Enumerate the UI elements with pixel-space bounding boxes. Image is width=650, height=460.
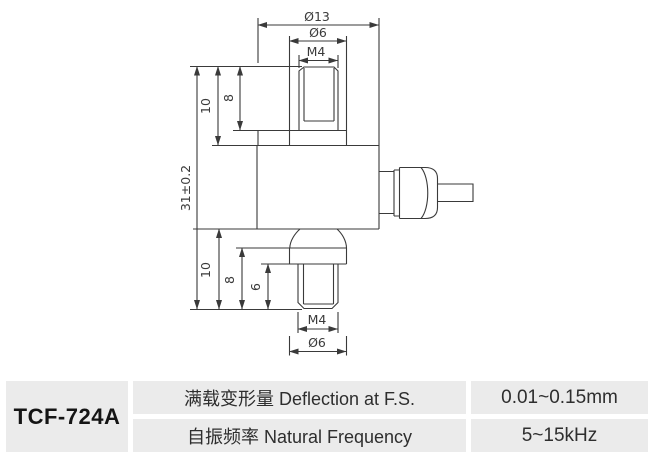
dim-label-dia6-bottom: Ø6 (308, 335, 326, 350)
extension-lines (190, 18, 380, 356)
top-stud (298, 66, 339, 131)
dim-label-6-bottom: 6 (248, 283, 263, 291)
dim-label-8-bottom: 8 (222, 276, 237, 284)
spec-row-label-deflection: 满载变形量 Deflection at F.S. (133, 381, 466, 414)
top-thread-lines (303, 68, 335, 122)
spec-row-value-frequency: 5~15kHz (471, 419, 648, 452)
dim-label-m4-top: M4 (307, 44, 326, 59)
model-label: TCF-724A (13, 403, 121, 429)
spec-row-value-deflection: 0.01~0.15mm (471, 381, 648, 414)
gland-hex-face (420, 167, 429, 219)
dim-label-dia6-top: Ø6 (309, 25, 327, 40)
spec-row-label-frequency: 自振频率 Natural Frequency (133, 419, 466, 452)
gland-hex-nut (399, 166, 439, 220)
bottom-flange (288, 248, 348, 264)
dim-label-10-bottom: 10 (198, 262, 213, 278)
bottom-thread-lines (302, 264, 335, 305)
dimension-drawing: Ø13 Ø6 M4 31±0.2 10 8 10 8 6 M4 Ø6 (178, 9, 474, 356)
cable (437, 183, 474, 203)
top-boss (288, 129, 348, 146)
dim-label-dia13: Ø13 (304, 9, 330, 24)
spec-table: TCF-724A 满载变形量 Deflection at F.S. 0.01~0… (6, 381, 648, 452)
dimension-labels: Ø13 Ø6 M4 31±0.2 10 8 10 8 6 M4 Ø6 (178, 9, 330, 350)
model-cell: TCF-724A (6, 381, 128, 452)
dim-label-m4-bottom: M4 (308, 312, 327, 327)
bottom-stud (297, 264, 339, 310)
dim-label-10-top: 10 (198, 98, 213, 114)
dim-label-8-top: 8 (221, 94, 236, 102)
cable-gland (379, 166, 439, 220)
bottom-neck (289, 228, 348, 249)
sensor-body (256, 145, 380, 229)
dimension-lines (194, 22, 379, 355)
dim-label-overall-height: 31±0.2 (178, 165, 193, 211)
